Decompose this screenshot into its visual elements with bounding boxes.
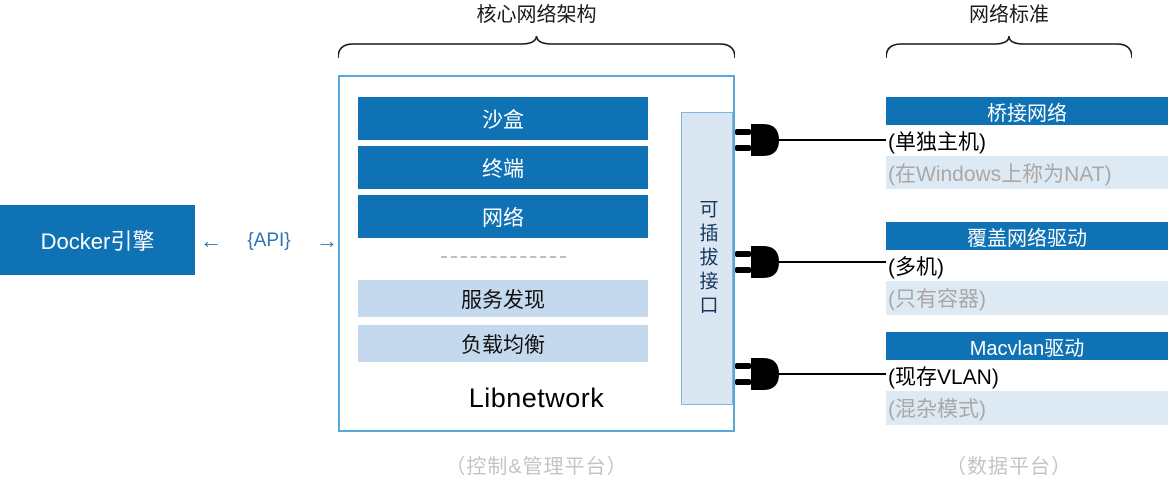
bridge-network-line2: (在Windows上称为NAT)	[886, 156, 1168, 189]
network-standards-label: 网络标准	[969, 4, 1049, 26]
network-bar: 网络	[358, 195, 648, 238]
data-plane-caption: （数据平台）	[946, 456, 1072, 478]
macvlan-driver-line1: (现存VLAN)	[888, 365, 999, 389]
control-plane-caption: （控制&管理平台）	[445, 456, 628, 478]
macvlan-driver-header: Macvlan驱动	[886, 332, 1168, 360]
load-balancing-bar: 负载均衡	[358, 325, 648, 362]
endpoint-bar: 终端	[358, 146, 648, 189]
docker-engine-label: Docker引擎	[40, 229, 155, 254]
docker-engine-box: Docker引擎	[0, 205, 195, 275]
sandbox-bar: 沙盒	[358, 97, 648, 140]
api-label: {API}	[247, 230, 291, 251]
core-architecture-overbrace-icon	[338, 36, 735, 59]
pluggable-interface-panel: 可插拔接口	[681, 112, 733, 405]
libnetwork-title: Libnetwork	[468, 383, 605, 413]
overlay-driver-line2: (只有容器)	[886, 281, 1168, 315]
arrow-right-icon: →	[315, 228, 338, 253]
core-architecture-label: 核心网络架构	[476, 4, 597, 26]
plug-icon	[735, 246, 886, 278]
bridge-network-header: 桥接网络	[886, 97, 1168, 125]
network-standards-overbrace-icon	[886, 36, 1132, 59]
macvlan-driver-line2: (混杂模式)	[886, 391, 1168, 425]
service-discovery-bar: 服务发现	[358, 280, 648, 317]
overlay-driver-header: 覆盖网络驱动	[886, 222, 1168, 250]
plug-icon	[735, 124, 886, 156]
libnetwork-box: 沙盒 终端 网络 服务发现 负载均衡 Libnetwork 可插拔接口	[338, 75, 735, 432]
api-connector: ← {API} →	[200, 227, 338, 255]
pluggable-interface-label: 可插拔接口	[696, 198, 718, 319]
dashed-divider	[441, 256, 566, 258]
plug-icon	[735, 358, 886, 390]
bridge-network-line1: (单独主机)	[888, 130, 986, 154]
overlay-driver-line1: (多机)	[888, 255, 944, 279]
arrow-left-icon: ←	[200, 228, 222, 253]
